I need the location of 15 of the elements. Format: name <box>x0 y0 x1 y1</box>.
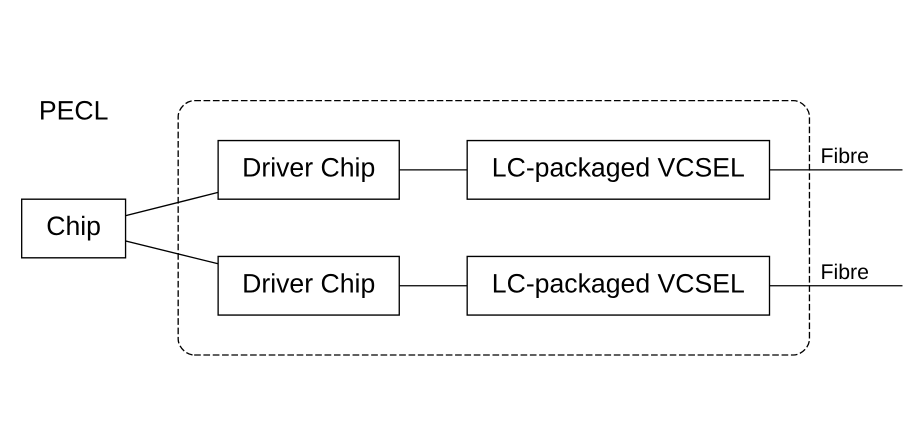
connector <box>770 168 902 170</box>
node-box: Driver Chip <box>217 255 400 316</box>
node-box: Driver Chip <box>217 139 400 200</box>
connector <box>770 284 902 286</box>
label: PECL <box>38 94 108 125</box>
node-box: LC-packaged VCSEL <box>466 255 770 316</box>
edge-label: Fibre <box>820 143 870 168</box>
connector <box>400 168 467 170</box>
cluster <box>178 99 810 356</box>
connector <box>126 191 218 216</box>
edge-label: Fibre <box>820 259 870 284</box>
connector <box>400 284 467 286</box>
connector <box>126 240 218 264</box>
node-box: Chip <box>21 198 126 258</box>
node-box: LC-packaged VCSEL <box>466 139 770 200</box>
